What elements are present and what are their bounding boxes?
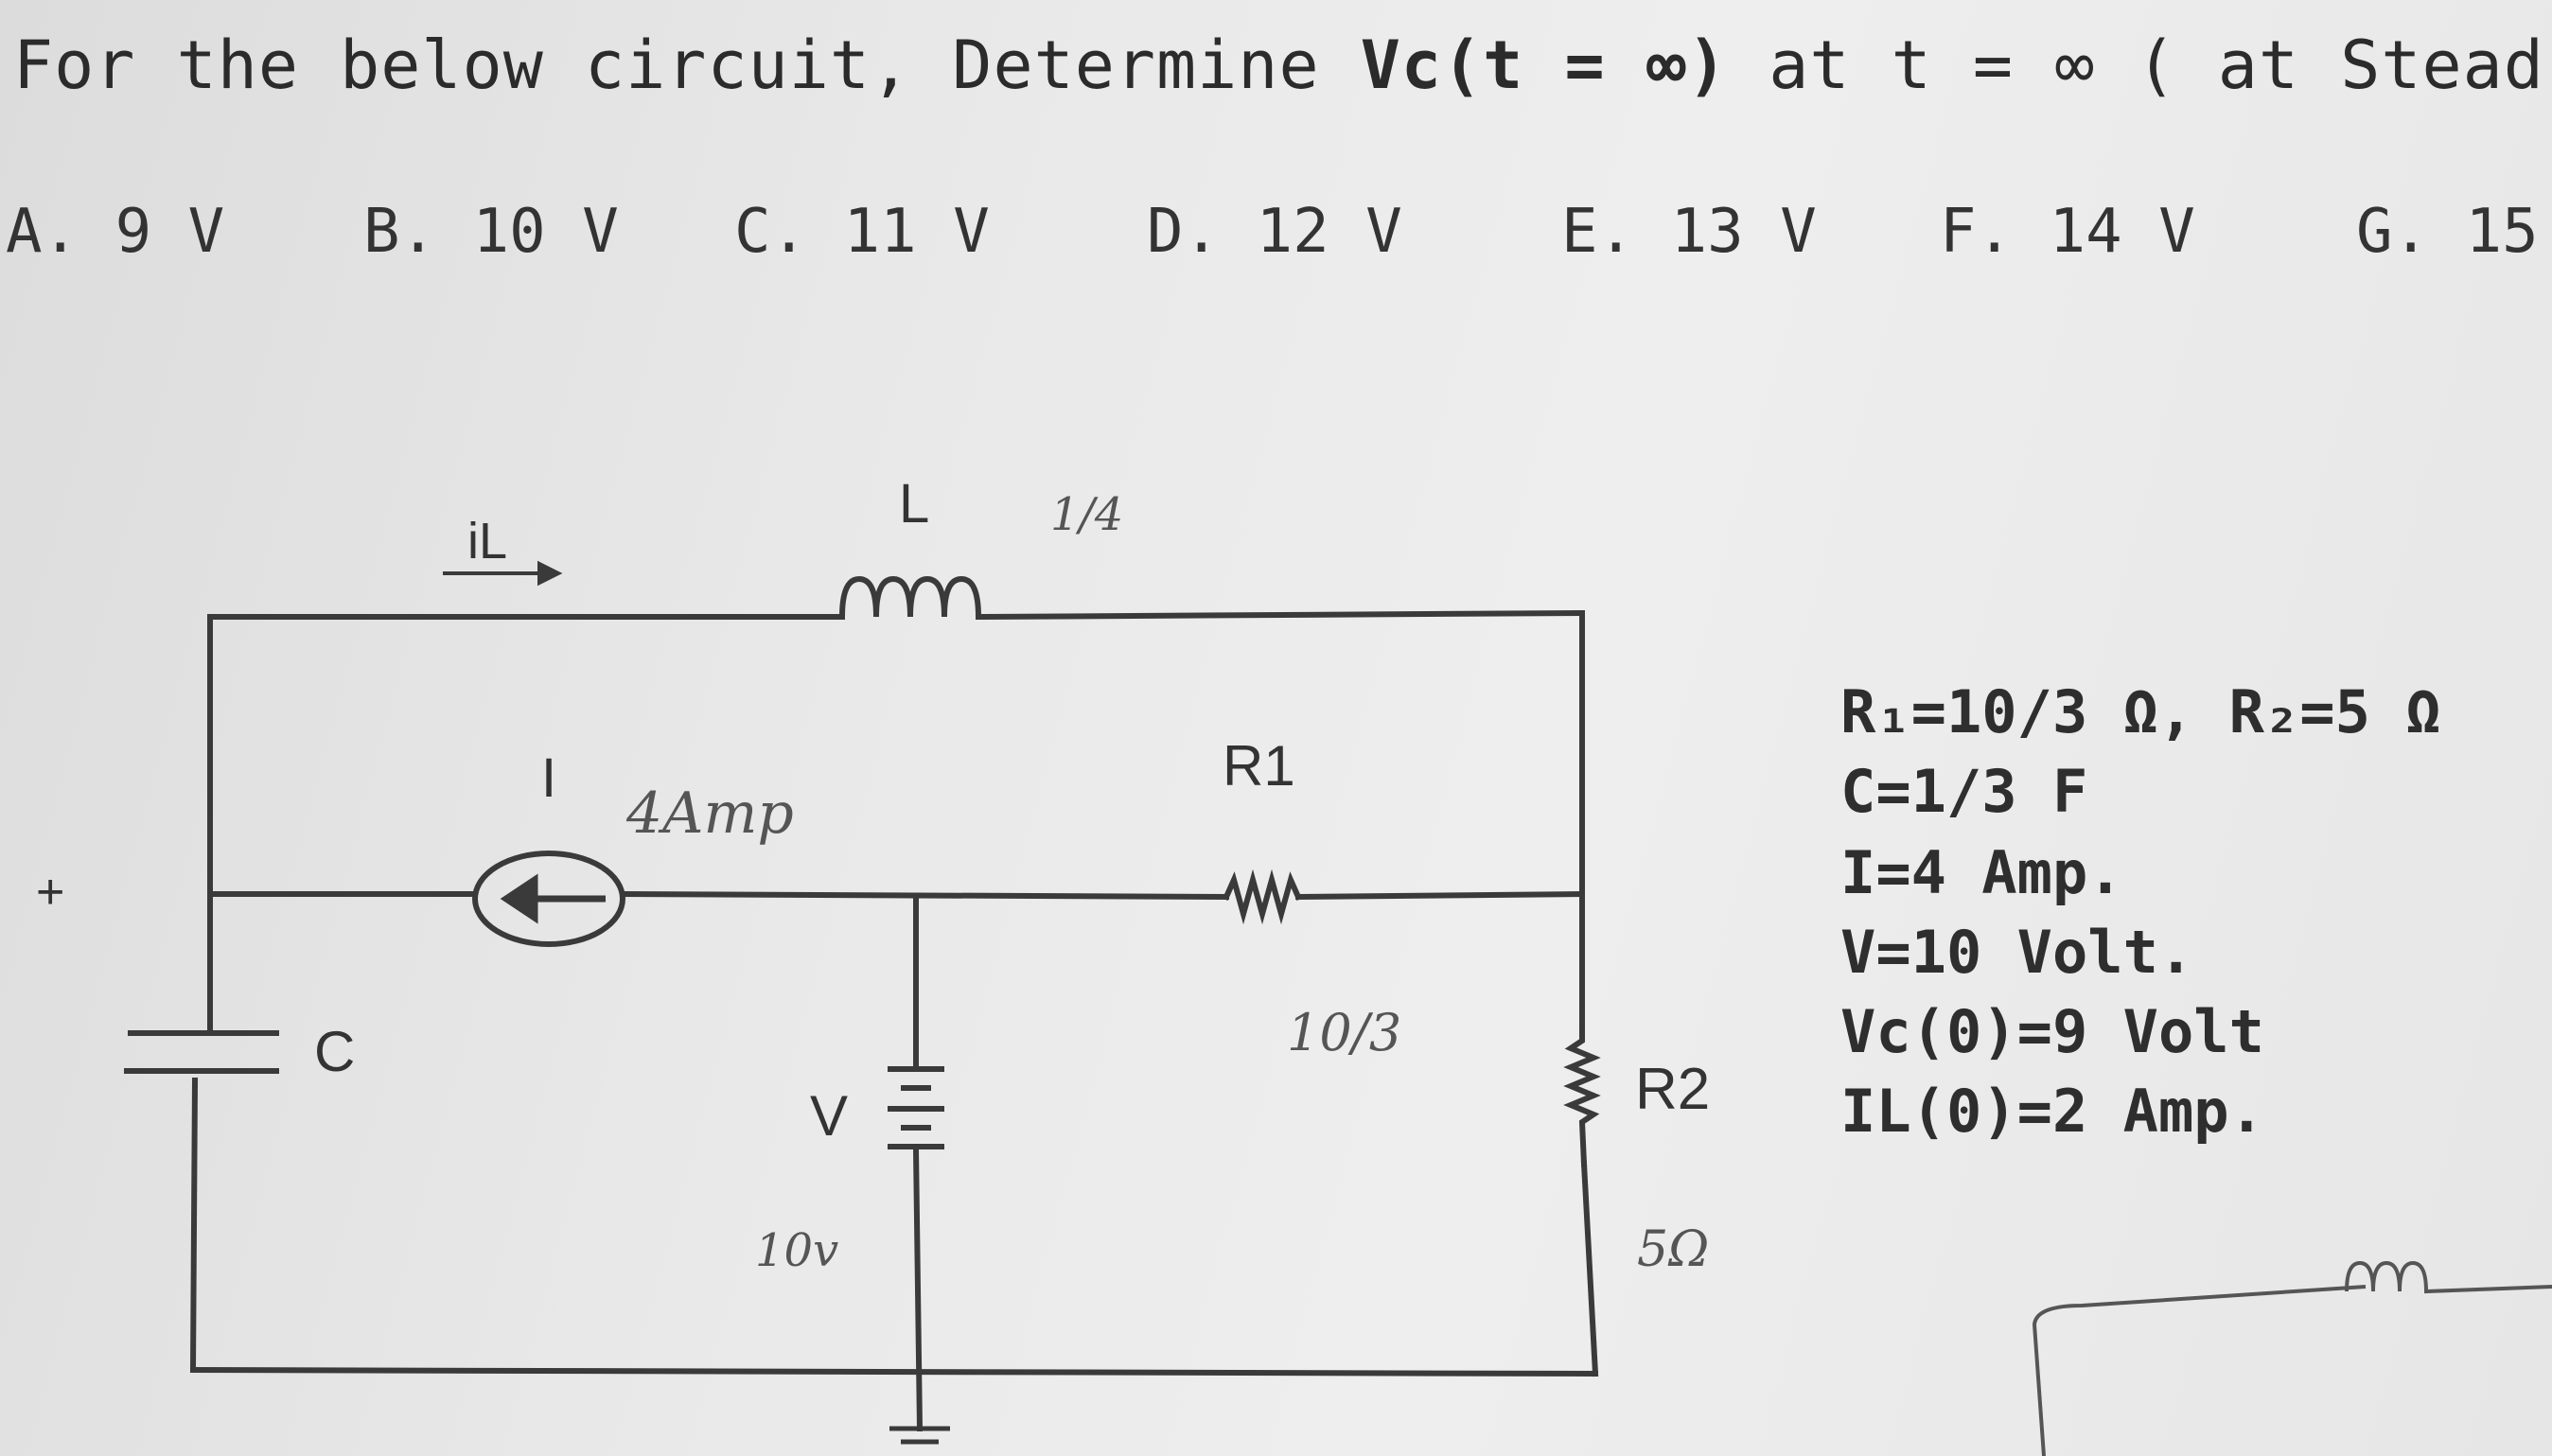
sketch-wire — [2032, 1285, 2367, 1456]
question-text: For the below circuit, Determine Vc(t = … — [13, 26, 2544, 104]
il-label: iL — [467, 513, 507, 570]
current-source-arrow — [500, 873, 606, 924]
option-d: D. 12 V — [1147, 197, 1402, 267]
handwritten-r2-value: 5Ω — [1637, 1221, 1709, 1278]
given-il0: IL(0)=2 Amp. — [1840, 1077, 2264, 1146]
option-b: B. 10 V — [363, 197, 619, 267]
inductor-label: L — [899, 473, 929, 535]
left-wire-lower — [189, 1077, 199, 1374]
bottom-wire — [189, 1366, 1599, 1377]
right-wire-lower — [1580, 1160, 1599, 1377]
capacitor-label: C — [314, 1020, 355, 1083]
handwritten-source-value: 4Amp — [625, 781, 794, 847]
question-prefix: For the below circuit, Determine — [13, 26, 1361, 104]
r2-resistor — [1563, 891, 1601, 1167]
top-wire-right — [980, 609, 1586, 621]
option-g: G. 15 — [2356, 197, 2539, 267]
given-r-values: R₁=10/3 Ω, R₂=5 Ω — [1840, 677, 2441, 746]
question-suffix: at t = ∞ ( at Stead — [1728, 26, 2544, 104]
handwritten-r1-value: 10/3 — [1287, 1003, 1401, 1062]
handwritten-v-value: 10v — [755, 1224, 838, 1277]
handwritten-inductor-value: 1/4 — [1050, 488, 1123, 541]
r1-label: R1 — [1223, 734, 1295, 798]
given-voltage: V=10 Volt. — [1840, 918, 2194, 987]
current-source — [472, 851, 625, 947]
option-e: E. 13 V — [1561, 197, 1817, 267]
option-a: A. 9 V — [6, 197, 225, 267]
center-wire-lower — [912, 1146, 924, 1432]
il-arrow — [443, 560, 563, 587]
r1-resistor — [1223, 868, 1302, 925]
option-f: F. 14 V — [1940, 197, 2195, 267]
sketch-inductor — [2345, 1260, 2552, 1294]
given-vc0: Vc(0)=9 Volt — [1840, 997, 2264, 1066]
source-label: I — [541, 747, 556, 809]
middle-wire-mid — [619, 890, 1230, 901]
given-current: I=4 Amp. — [1840, 838, 2123, 907]
option-c: C. 11 V — [734, 197, 990, 267]
r2-label: R2 — [1635, 1057, 1710, 1122]
inductor-coil — [838, 575, 982, 621]
question-bold: Vc(t = ∞) — [1360, 26, 1729, 104]
voltage-label: V — [810, 1084, 848, 1148]
given-capacitance: C=1/3 F — [1840, 757, 2088, 826]
plus-sign: + — [36, 865, 64, 920]
middle-wire-right — [1294, 890, 1586, 901]
